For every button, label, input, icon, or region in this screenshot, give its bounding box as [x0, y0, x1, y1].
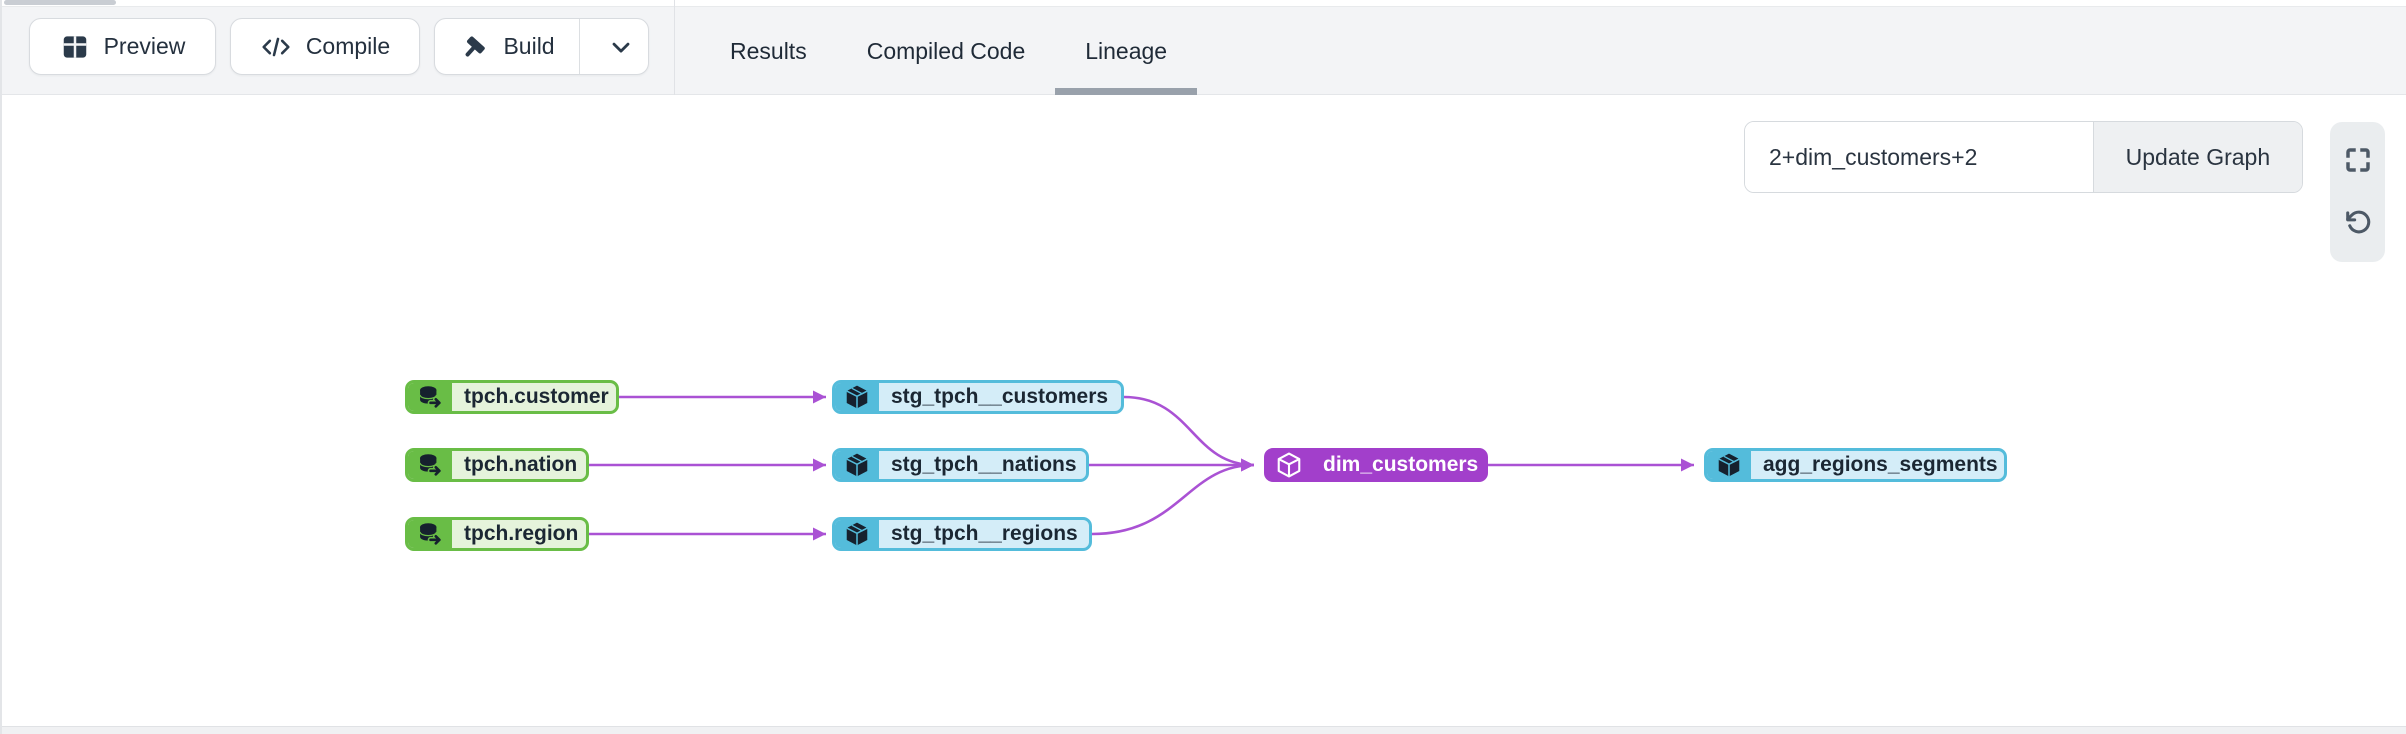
lineage-node-selected-model[interactable]: dim_customers [1264, 448, 1488, 482]
edge [1123, 395, 1255, 472]
code-icon [260, 32, 292, 62]
horizontal-scrollbar-thumb[interactable] [4, 0, 116, 5]
hammer-icon [459, 32, 489, 62]
database-source-icon [408, 383, 452, 411]
lineage-canvas[interactable]: Update Graph [2, 95, 2406, 726]
compile-button[interactable]: Compile [230, 18, 420, 75]
update-graph-label: Update Graph [2125, 143, 2271, 170]
node-label: stg_tpch__regions [891, 522, 1078, 545]
chevron-down-icon [607, 33, 635, 61]
graph-view-controls [2330, 122, 2385, 262]
preview-button[interactable]: Preview [29, 18, 216, 75]
lineage-node-model[interactable]: stg_tpch__nations [832, 448, 1089, 482]
editor-bottom-strip [2, 0, 2406, 7]
lineage-selector-input[interactable] [1745, 122, 2093, 192]
tab-lineage[interactable]: Lineage [1055, 7, 1197, 95]
table-icon [60, 32, 90, 62]
build-button-label: Build [503, 33, 555, 59]
rotate-ccw-icon [2342, 206, 2374, 241]
node-label: tpch.customer [464, 385, 609, 408]
database-source-icon [408, 451, 452, 479]
build-options-button[interactable] [594, 19, 648, 74]
cube-model-icon [1707, 451, 1751, 479]
lineage-edges [589, 390, 1694, 541]
node-label: tpch.nation [464, 453, 578, 476]
lineage-node-source[interactable]: tpch.nation [405, 448, 589, 482]
node-label: stg_tpch__nations [891, 453, 1077, 476]
tab-compiled-code-label: Compiled Code [866, 37, 1026, 64]
build-button-group: Build [434, 18, 649, 75]
preview-button-label: Preview [103, 33, 186, 59]
lineage-node-model[interactable]: stg_tpch__customers [832, 380, 1124, 414]
update-graph-button[interactable]: Update Graph [2092, 122, 2302, 192]
fullscreen-icon [2342, 144, 2374, 179]
reset-view-button[interactable] [2338, 203, 2378, 243]
node-label: stg_tpch__customers [891, 385, 1109, 408]
cube-model-icon [835, 383, 879, 411]
lineage-node-source[interactable]: tpch.customer [405, 380, 619, 414]
statusbar-top-strip [2, 726, 2406, 734]
tab-lineage-label: Lineage [1085, 37, 1168, 64]
lineage-node-model[interactable]: stg_tpch__regions [832, 517, 1092, 551]
build-button[interactable]: Build [435, 19, 581, 74]
tab-results-label: Results [730, 37, 807, 64]
fullscreen-button[interactable] [2338, 141, 2378, 181]
result-tabs: Results Compiled Code Lineage [700, 7, 1197, 95]
compile-button-label: Compile [305, 33, 391, 59]
cube-model-icon [835, 520, 879, 548]
tab-compiled-code[interactable]: Compiled Code [837, 7, 1056, 95]
ide-toolbar: Preview Compile Build [2, 0, 2406, 95]
edge [1091, 458, 1255, 536]
node-label: agg_regions_segments [1763, 453, 1998, 476]
database-source-icon [408, 520, 452, 548]
lineage-node-source[interactable]: tpch.region [405, 517, 589, 551]
lineage-selector-group: Update Graph [1744, 121, 2303, 193]
lineage-node-model[interactable]: agg_regions_segments [1704, 448, 2007, 482]
cube-model-icon [1267, 451, 1311, 479]
tab-results[interactable]: Results [700, 7, 837, 95]
toolbar-separator [674, 0, 675, 95]
node-label: dim_customers [1323, 453, 1479, 476]
cube-model-icon [835, 451, 879, 479]
node-label: tpch.region [464, 522, 579, 545]
